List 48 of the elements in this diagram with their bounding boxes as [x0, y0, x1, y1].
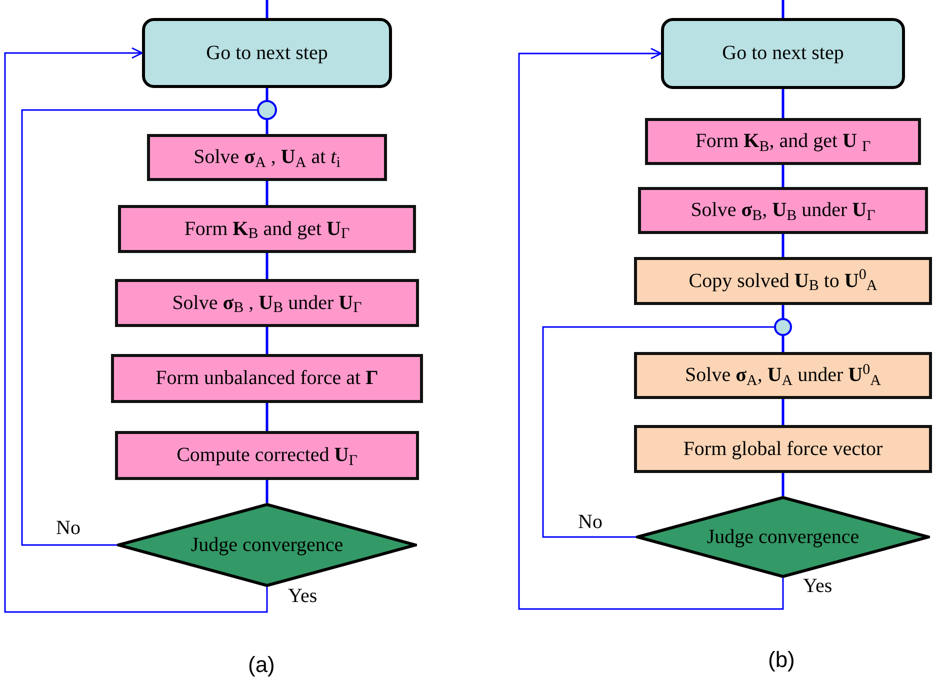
step-label: Solve σ$_{A}$ , U$_{A}$ at t$_{i}$ — [194, 145, 340, 170]
process-box — [638, 187, 928, 234]
connector-line — [266, 120, 268, 134]
connector-line — [542, 326, 774, 538]
process-box — [634, 425, 932, 473]
connector-line — [266, 253, 268, 279]
process-box — [645, 118, 921, 165]
process-box — [634, 257, 932, 305]
panel-label: (b) — [768, 646, 795, 674]
connector-line — [782, 0, 784, 18]
connector-line — [266, 181, 268, 205]
connector-line — [782, 473, 784, 496]
connector-line — [782, 305, 784, 318]
arrow — [518, 48, 784, 610]
step-label: Go to next step — [206, 40, 328, 66]
connector-line — [782, 234, 784, 257]
start-box — [142, 18, 392, 88]
panel-label: (a) — [248, 651, 275, 679]
step-label: Solve σ$_{B}$ , U$_{B}$ under U$_{Γ}$ — [172, 290, 362, 316]
step-label: Form global force vector — [683, 436, 883, 462]
step-label: Form unbalanced force at Γ — [156, 366, 378, 391]
decision-diamond — [636, 496, 930, 578]
process-box — [115, 431, 419, 480]
connector-line — [266, 480, 268, 503]
connector-line — [266, 403, 268, 431]
connector-line — [21, 109, 257, 546]
process-box — [111, 354, 423, 403]
step-label: Form K$_{B}$ and get U$_{Γ}$ — [184, 216, 350, 242]
connector-line — [782, 165, 784, 187]
process-box — [147, 134, 387, 181]
step-label: Form K$_{B}$, and get U $_{Γ}$ — [695, 129, 871, 154]
start-box — [661, 18, 905, 89]
step-label: Judge convergence — [190, 532, 344, 558]
connector-line — [782, 89, 784, 118]
process-box — [634, 352, 932, 399]
connector-line — [266, 0, 268, 18]
step-label: Solve σ$_{B}$, U$_{B}$ under U$_{Γ}$ — [690, 198, 876, 223]
arrow — [4, 47, 268, 613]
decision-diamond — [117, 503, 417, 587]
process-box — [115, 279, 419, 327]
step-label: Judge convergence — [706, 524, 860, 550]
connector-line — [782, 336, 784, 352]
step-label: Compute corrected U$_{Γ}$ — [176, 443, 358, 468]
process-box — [118, 205, 416, 253]
connector-line — [266, 327, 268, 354]
connector-line — [782, 399, 784, 425]
connector-line — [266, 88, 268, 100]
step-label: Go to next step — [722, 41, 844, 66]
